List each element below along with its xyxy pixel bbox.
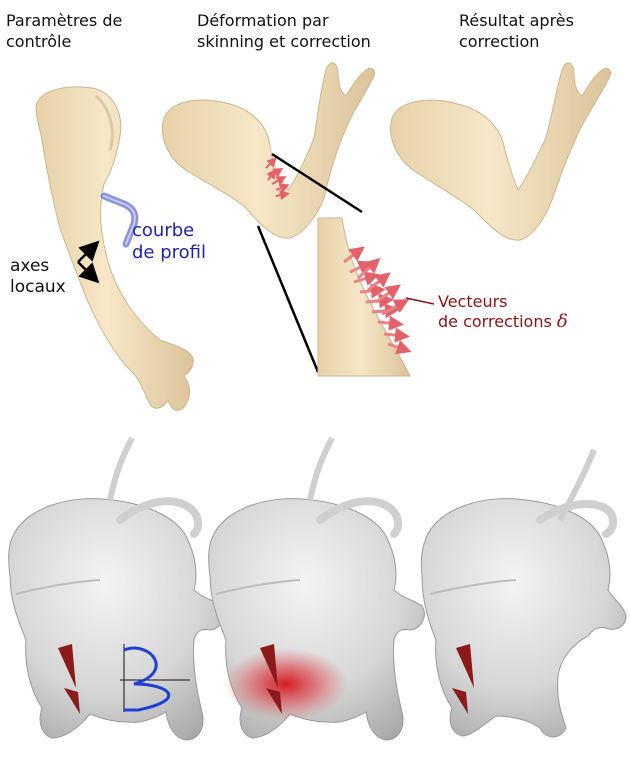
label-correction-vectors-line2: de corrections δ [438,312,568,332]
correction-leader-line [406,298,434,304]
label-profile-curve-text: courbe de profil [132,220,206,264]
zoom-inset [318,218,434,376]
elephant-control-model [9,438,225,740]
label-profile-curve: courbe de profil [132,220,206,264]
arm-result-model [391,63,611,240]
label-local-axes: axes locaux [10,256,66,298]
elephant-result-model [421,450,626,737]
label-correction-vectors-line2-text: de corrections [438,312,552,331]
label-local-axes-text: axes locaux [10,256,66,298]
zoom-line-bottom [258,226,318,372]
label-correction-vectors: Vecteurs de corrections δ [438,292,568,332]
delta-symbol: δ [557,311,568,332]
elephant-skinning-model [209,438,425,740]
label-correction-vectors-line1: Vecteurs [438,292,568,312]
correction-heat-region [224,648,348,720]
